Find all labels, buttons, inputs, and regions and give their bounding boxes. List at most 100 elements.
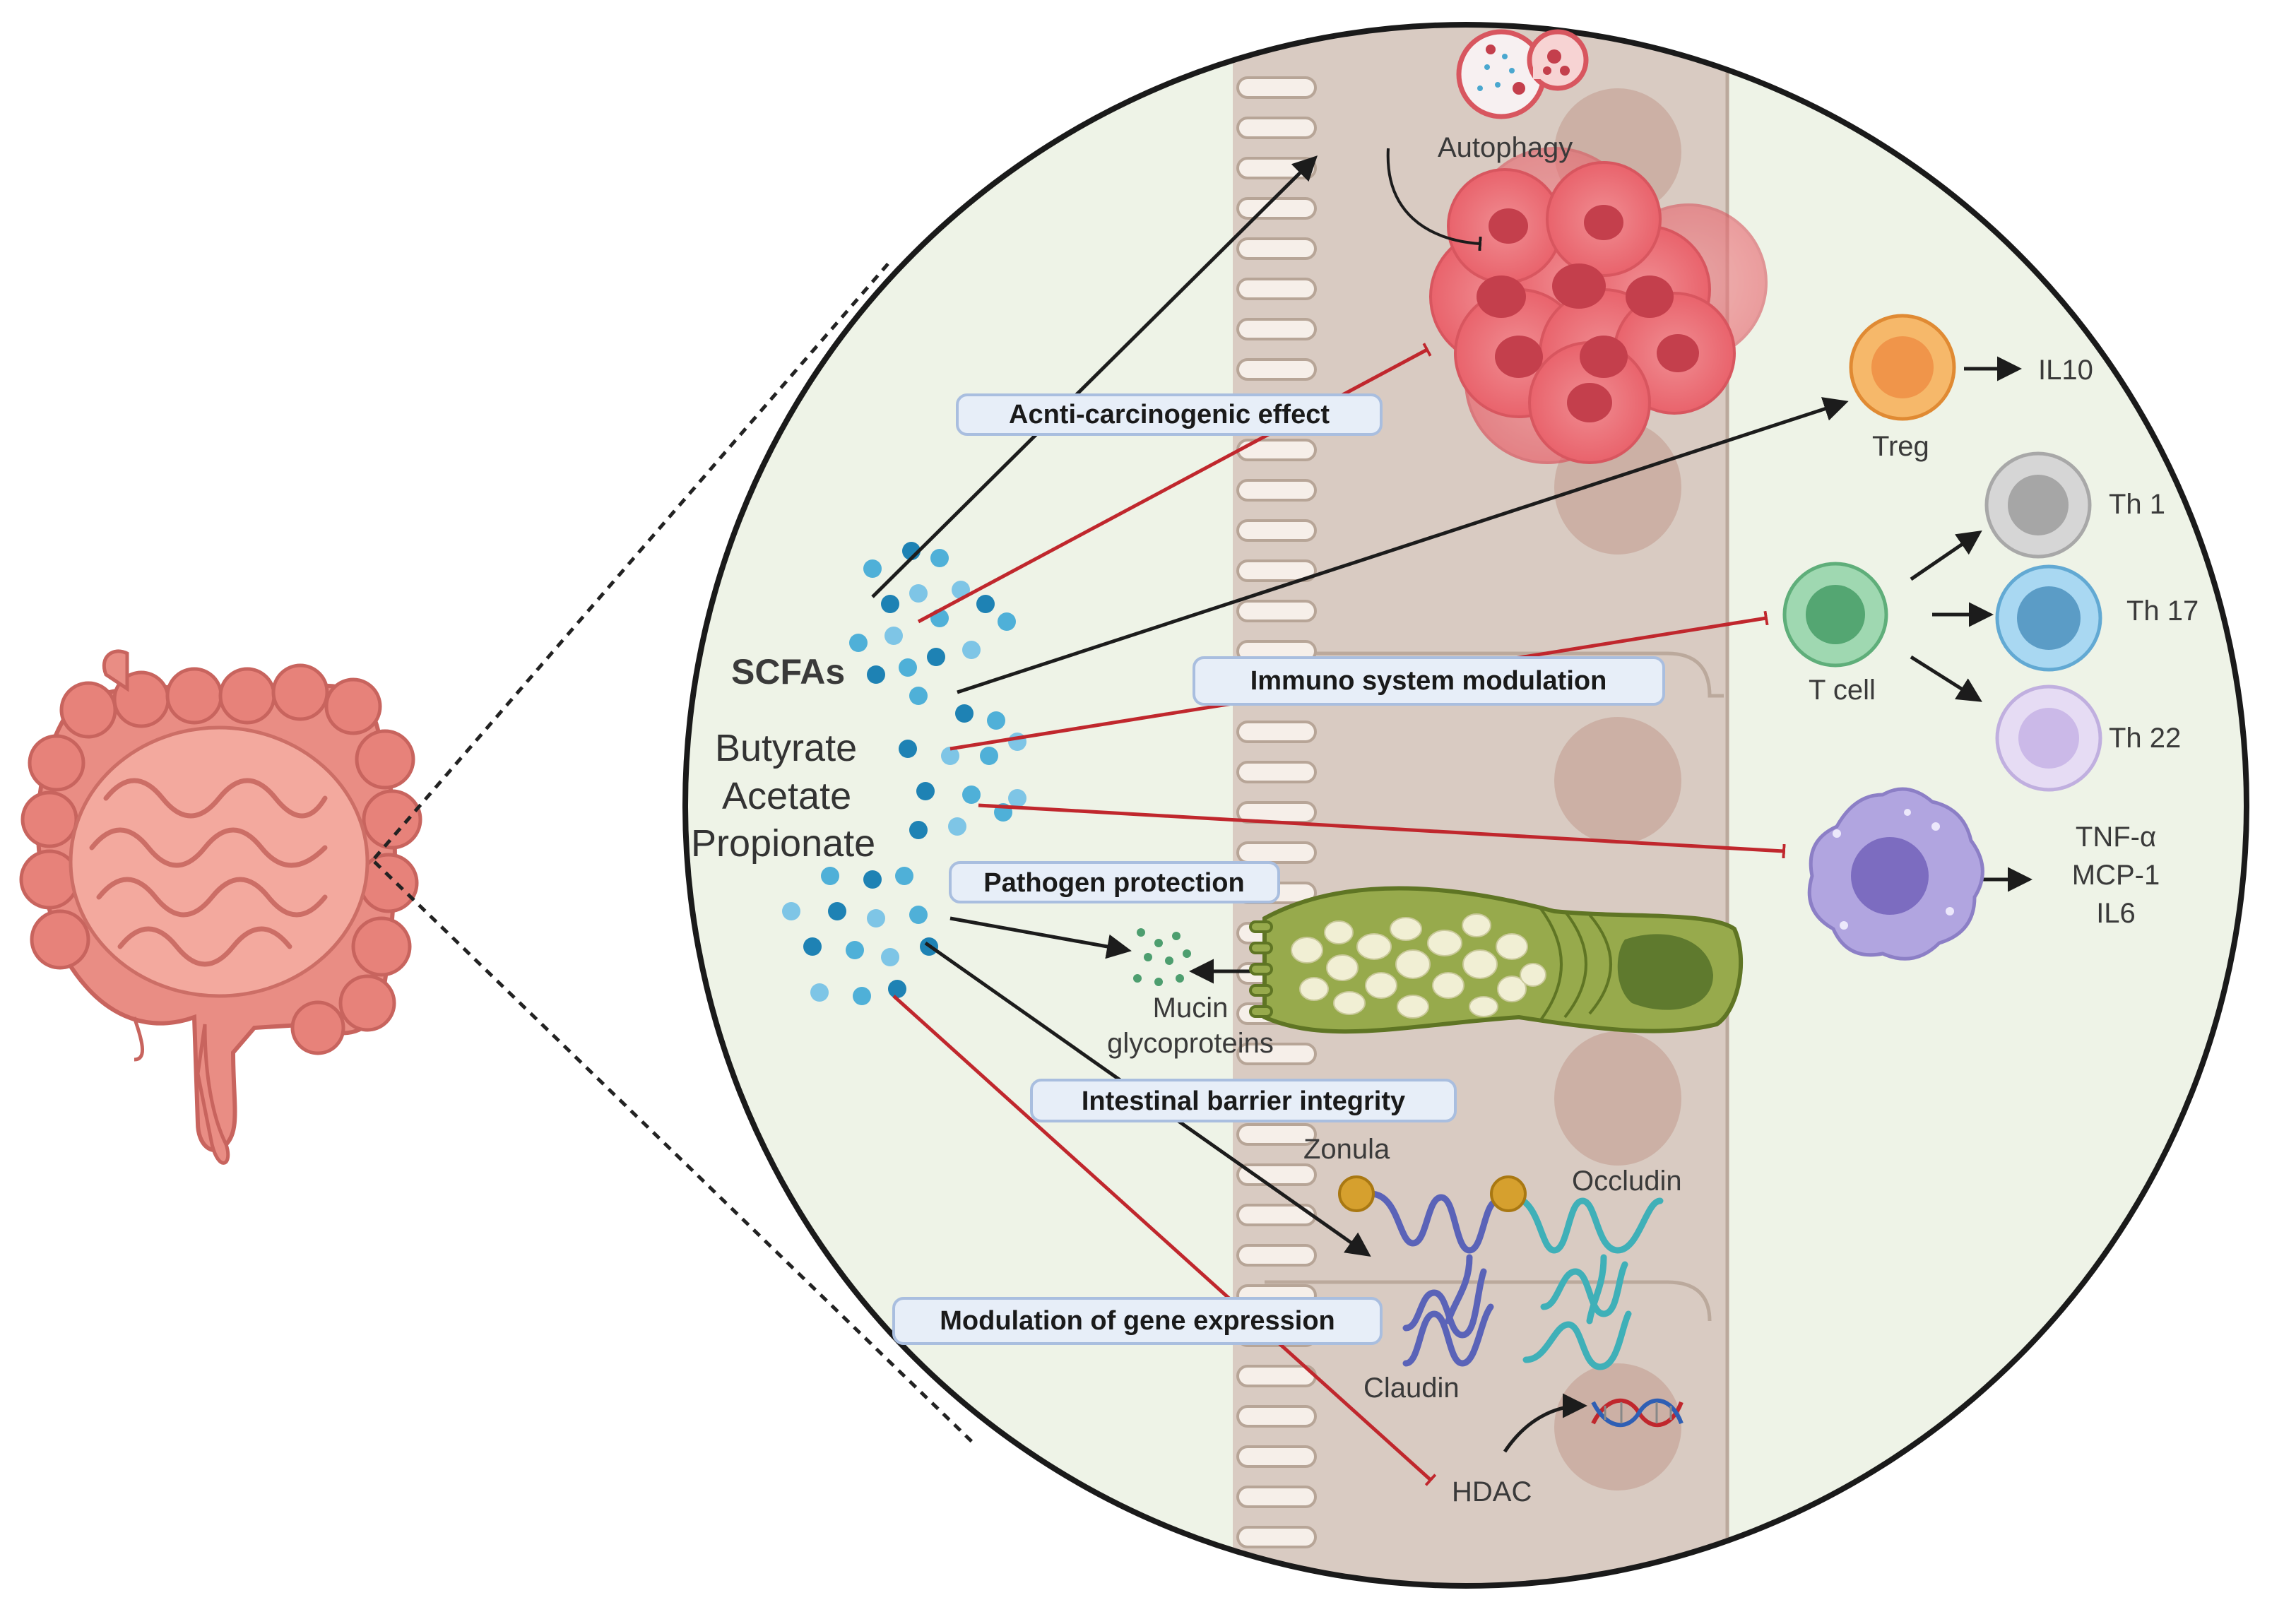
microvillus (1236, 1163, 1317, 1186)
tight-junction-proteins (1367, 1190, 1664, 1370)
t-cell (1782, 562, 1888, 668)
microvillus (1236, 197, 1317, 220)
microvillus (1236, 237, 1317, 260)
th1-cell (1984, 451, 2092, 559)
immuno-modulation-box: Immuno system modulation (1250, 666, 1607, 696)
macrophage (1807, 787, 1984, 961)
scfa-molecule (888, 980, 906, 998)
acetate-label: Acetate (722, 775, 851, 817)
mucin-granule (1432, 972, 1465, 999)
scfa-molecule (909, 584, 928, 603)
occludin-cap (1490, 1175, 1527, 1212)
microvillus (1236, 1405, 1317, 1428)
mucin-granule (1333, 991, 1366, 1015)
microvillus (1236, 1204, 1317, 1226)
th22-cell (1995, 684, 2102, 792)
scfa-molecule (782, 902, 800, 920)
microvillus (1236, 117, 1317, 139)
pathogen-protection-box: Pathogen protection (983, 868, 1244, 898)
microvillus (1236, 1445, 1317, 1468)
scfa-molecule (895, 867, 913, 885)
scfa-molecule (930, 549, 949, 567)
scfa-molecule (955, 704, 974, 723)
scfa-molecule (821, 867, 839, 885)
mucin-glycoproteins (1133, 928, 1191, 986)
microvillus (1236, 1365, 1317, 1387)
scfa-molecule (909, 821, 928, 839)
scfa-molecule (867, 909, 885, 927)
scfa-molecule (927, 648, 945, 666)
scfa-molecule (909, 687, 928, 705)
goblet-cell (1249, 886, 1744, 1034)
th17-label: Th 17 (2126, 595, 2199, 627)
occludin-label: Occludin (1572, 1166, 1682, 1197)
scfa-molecule (998, 612, 1016, 631)
microvillus (1236, 559, 1317, 582)
microvillus (1236, 318, 1317, 340)
mucin-granule (1497, 976, 1527, 1002)
mucin-granule (1291, 937, 1323, 964)
mucin-granule (1326, 954, 1359, 981)
scfa-molecule (987, 711, 1005, 730)
mucin-granule (1395, 949, 1431, 979)
mucin-granule (1324, 920, 1354, 944)
treg-cell (1849, 314, 1956, 421)
scfa-molecule (867, 665, 885, 684)
microvillus (1236, 358, 1317, 381)
microvillus (1236, 1486, 1317, 1508)
butyrate-label: Butyrate (715, 727, 857, 769)
scfa-molecule (810, 983, 829, 1002)
scfa-molecule (899, 658, 917, 677)
scfa-molecule (803, 937, 822, 956)
mucin-granule (1299, 977, 1329, 1001)
scfa-molecule (828, 902, 846, 920)
anticarcinogenic-effect-box: Acnti-carcinogenic effect (1009, 400, 1330, 429)
th17-cell (1995, 564, 2102, 672)
label-boxes: Acnti-carcinogenic effect Immuno system … (892, 393, 1665, 1345)
microvillus (1236, 1526, 1317, 1548)
mucin-granule (1520, 963, 1546, 987)
scfa-molecule (976, 595, 995, 613)
barrier-integrity-box: Intestinal barrier integrity (1082, 1086, 1405, 1116)
scfa-molecule (941, 747, 959, 765)
microvilli (1236, 76, 1317, 1586)
scfa-molecule (853, 987, 871, 1005)
scfa-molecule (952, 581, 970, 599)
hdac-label: HDAC (1452, 1476, 1532, 1507)
tcell-label: T cell (1809, 675, 1876, 706)
autophagosome (1456, 29, 1589, 119)
scfa-molecule (863, 559, 882, 578)
mucin-granule (1427, 930, 1462, 956)
mucin-granule (1462, 913, 1491, 937)
gene-expression-box: Modulation of gene expression (940, 1306, 1335, 1336)
mucin-granule (1469, 996, 1498, 1017)
microvillus (1236, 1244, 1317, 1267)
scfa-molecule (916, 782, 935, 800)
mucin-granule (1390, 917, 1422, 941)
mucin-granule (1365, 972, 1397, 999)
scfa-molecule (1008, 789, 1026, 807)
microvillus (1236, 519, 1317, 542)
scfa-molecule (881, 948, 899, 966)
claudin-label: Claudin (1363, 1373, 1460, 1404)
autophagy-inhibits-tumor-arrow (1386, 148, 1482, 251)
scfa-molecule (909, 906, 928, 924)
mucin-granule (1462, 949, 1498, 979)
microvillus (1236, 841, 1317, 864)
th22-label: Th 22 (2109, 723, 2181, 754)
treg-label: Treg (1872, 431, 1929, 462)
zonula-label: Zonula (1303, 1134, 1390, 1165)
microvillus (1236, 479, 1317, 502)
tumor-cell-cluster (1429, 147, 1768, 464)
scfa-molecule (846, 941, 864, 959)
scfa-molecule (962, 641, 981, 659)
scfa-molecule (962, 786, 981, 804)
scfas-label: SCFAs (731, 652, 845, 692)
scfa-molecule (863, 870, 882, 889)
microvillus (1236, 278, 1317, 300)
scfa-molecule (884, 627, 903, 645)
glycoproteins-label: glycoproteins (1107, 1028, 1274, 1059)
dna-icon (1591, 1398, 1684, 1428)
propionate-label: Propionate (691, 822, 875, 865)
